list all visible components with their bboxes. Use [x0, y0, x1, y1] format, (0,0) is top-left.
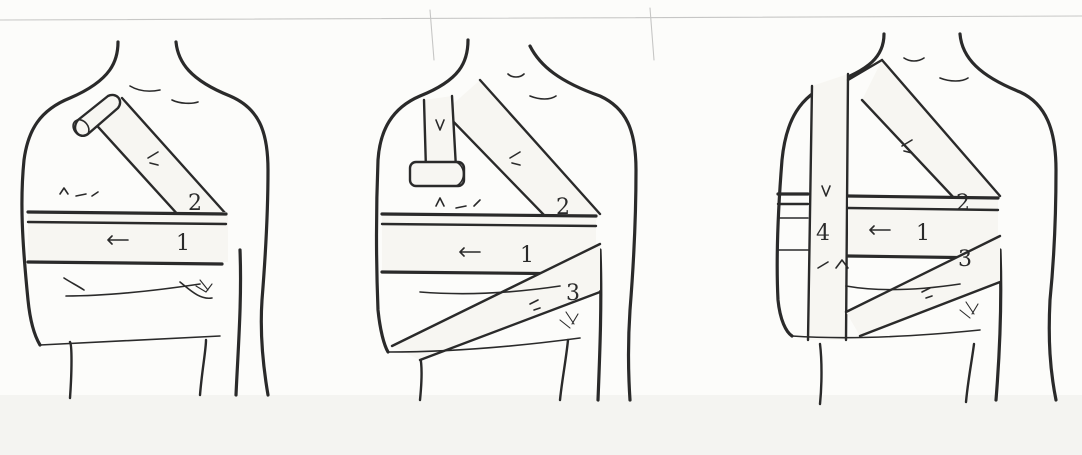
- bandage-vertical-3: [808, 74, 848, 340]
- turn-label-4: 4: [816, 221, 830, 246]
- turn-label-2: 2: [956, 191, 970, 216]
- turn-label-1: 1: [916, 221, 930, 246]
- bandage-tail-2: [424, 96, 456, 170]
- turn-label-1: 1: [176, 231, 190, 256]
- bandage-roll-2: [410, 162, 464, 186]
- turn-label-3: 3: [566, 281, 580, 306]
- turn-label-2: 2: [188, 191, 202, 216]
- turn-label-1: 1: [520, 243, 534, 268]
- turn-label-2: 2: [556, 195, 570, 220]
- turn-label-3: 3: [958, 247, 972, 272]
